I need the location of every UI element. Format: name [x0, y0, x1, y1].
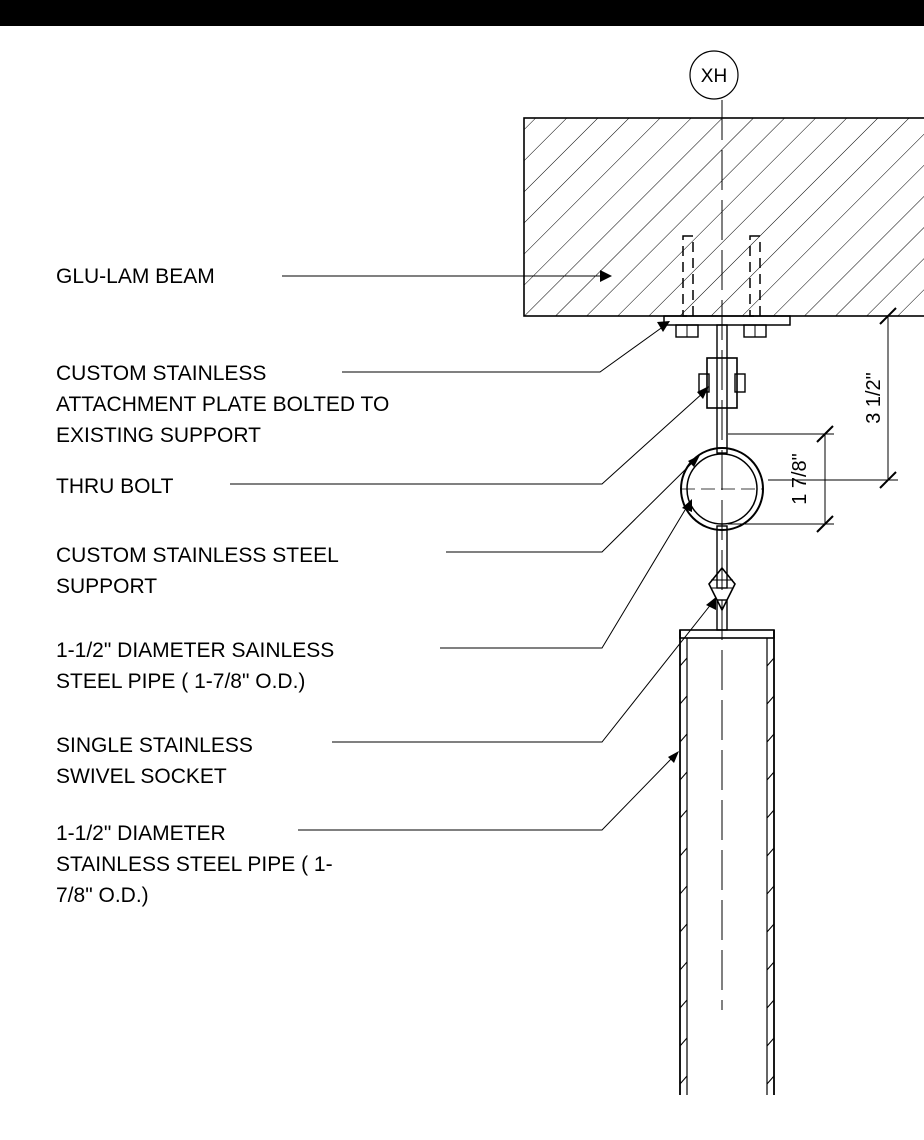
- tick-top-1-7-8: [816, 425, 834, 443]
- wall-hatch-left: [679, 1037, 688, 1047]
- callout-pipe-vertical: 1-1/2" DIAMETER STAINLESS STEEL PIPE ( 1…: [56, 751, 679, 907]
- pipe-wall-hatch: [679, 657, 775, 1085]
- wall-hatch-left: [679, 923, 688, 933]
- label-pipe-h-2: STEEL PIPE ( 1-7/8" O.D.): [56, 670, 305, 693]
- wall-hatch-left: [679, 847, 688, 857]
- wall-hatch-left: [679, 961, 688, 971]
- callout-plate: CUSTOM STAINLESS ATTACHMENT PLATE BOLTED…: [56, 321, 670, 447]
- label-support-2: SUPPORT: [56, 575, 157, 598]
- tick-bottom-1-7-8: [816, 515, 834, 533]
- wall-hatch-left: [679, 733, 688, 743]
- tab-upper: [716, 324, 728, 454]
- arrow-pipe-v: [668, 751, 679, 763]
- label-pipe-v-1: 1-1/2" DIAMETER: [56, 822, 226, 845]
- leader-socket: [332, 602, 713, 743]
- leader-plate: [342, 325, 665, 373]
- pipe-section: [680, 447, 764, 531]
- leader-thru-bolt: [230, 391, 705, 485]
- wall-hatch-right: [766, 771, 775, 781]
- arrow-thru-bolt: [697, 386, 709, 399]
- arrow-beam: [600, 270, 612, 282]
- leader-pipe-v: [298, 755, 675, 831]
- wall-hatch-right: [766, 695, 775, 705]
- beam-hatch: [524, 118, 924, 316]
- dimension-beam-to-pipe: 3 1/2": [768, 307, 898, 489]
- wall-hatch-left: [679, 999, 688, 1009]
- wall-hatch-right: [766, 1037, 775, 1047]
- wall-hatch-right: [766, 999, 775, 1009]
- hidden-screw-left: [682, 235, 694, 317]
- arrow-support: [688, 455, 700, 467]
- label-pipe-v-3: 7/8" O.D.): [56, 884, 149, 907]
- wall-hatch-left: [679, 809, 688, 819]
- vertical-pipe: [679, 629, 775, 1095]
- label-socket-2: SWIVEL SOCKET: [56, 765, 227, 788]
- wall-hatch-right: [766, 961, 775, 971]
- wall-hatch-right: [766, 847, 775, 857]
- dim-text-1-7-8: 1 7/8": [789, 453, 811, 505]
- label-plate-3: EXISTING SUPPORT: [56, 424, 261, 447]
- arrow-plate: [657, 321, 670, 332]
- wall-hatch-left: [679, 771, 688, 781]
- glulam-beam: [523, 117, 924, 317]
- label-pipe-h-1: 1-1/2" DIAMETER SAINLESS: [56, 639, 334, 662]
- socket-body: [708, 566, 736, 612]
- hidden-screw-right: [749, 235, 761, 317]
- arrow-socket: [706, 597, 716, 610]
- grid-tag-circle: [689, 50, 739, 100]
- label-plate-2: ATTACHMENT PLATE BOLTED TO: [56, 393, 389, 416]
- grid-tag: XH: [689, 50, 739, 100]
- label-support-1: CUSTOM STAINLESS STEEL: [56, 544, 339, 567]
- wall-hatch-left: [679, 885, 688, 895]
- wall-hatch-right: [766, 1075, 775, 1085]
- dim-text-3-5: 3 1/2": [863, 372, 885, 424]
- pipe-cap: [679, 629, 775, 639]
- wall-hatch-right: [766, 923, 775, 933]
- label-plate-1: CUSTOM STAINLESS: [56, 362, 266, 385]
- label-socket-1: SINGLE STAINLESS: [56, 734, 253, 757]
- plate-body: [663, 315, 791, 326]
- custom-support: [698, 324, 746, 589]
- clevis-nut-right: [734, 373, 746, 393]
- leader-support: [446, 459, 696, 553]
- wall-hatch-left: [679, 657, 688, 667]
- label-thru-bolt: THRU BOLT: [56, 475, 174, 498]
- arrow-pipe-h: [682, 499, 692, 512]
- callout-support: CUSTOM STAINLESS STEEL SUPPORT: [56, 455, 700, 598]
- tick-bottom-3-5: [879, 471, 897, 489]
- wall-hatch-right: [766, 809, 775, 819]
- label-beam: GLU-LAM BEAM: [56, 265, 215, 288]
- wall-hatch-left: [679, 1075, 688, 1085]
- hidden-screws: [682, 235, 761, 317]
- clevis-block: [706, 357, 738, 409]
- callout-thru-bolt: THRU BOLT: [56, 386, 709, 498]
- wall-hatch-right: [766, 657, 775, 667]
- tick-top-3-5: [879, 307, 897, 325]
- wall-hatch-right: [766, 733, 775, 743]
- leader-pipe-h: [440, 504, 689, 649]
- wall-hatch-right: [766, 885, 775, 895]
- wall-hatch-left: [679, 695, 688, 705]
- callout-pipe-horizontal: 1-1/2" DIAMETER SAINLESS STEEL PIPE ( 1-…: [56, 499, 692, 693]
- dimension-pipe-od: 1 7/8": [728, 425, 834, 533]
- grid-tag-label: XH: [701, 66, 727, 87]
- callout-beam: GLU-LAM BEAM: [56, 265, 612, 288]
- label-pipe-v-2: STAINLESS STEEL PIPE ( 1-: [56, 853, 333, 876]
- title-bar: [0, 0, 924, 26]
- callout-socket: SINGLE STAINLESS SWIVEL SOCKET: [56, 597, 716, 788]
